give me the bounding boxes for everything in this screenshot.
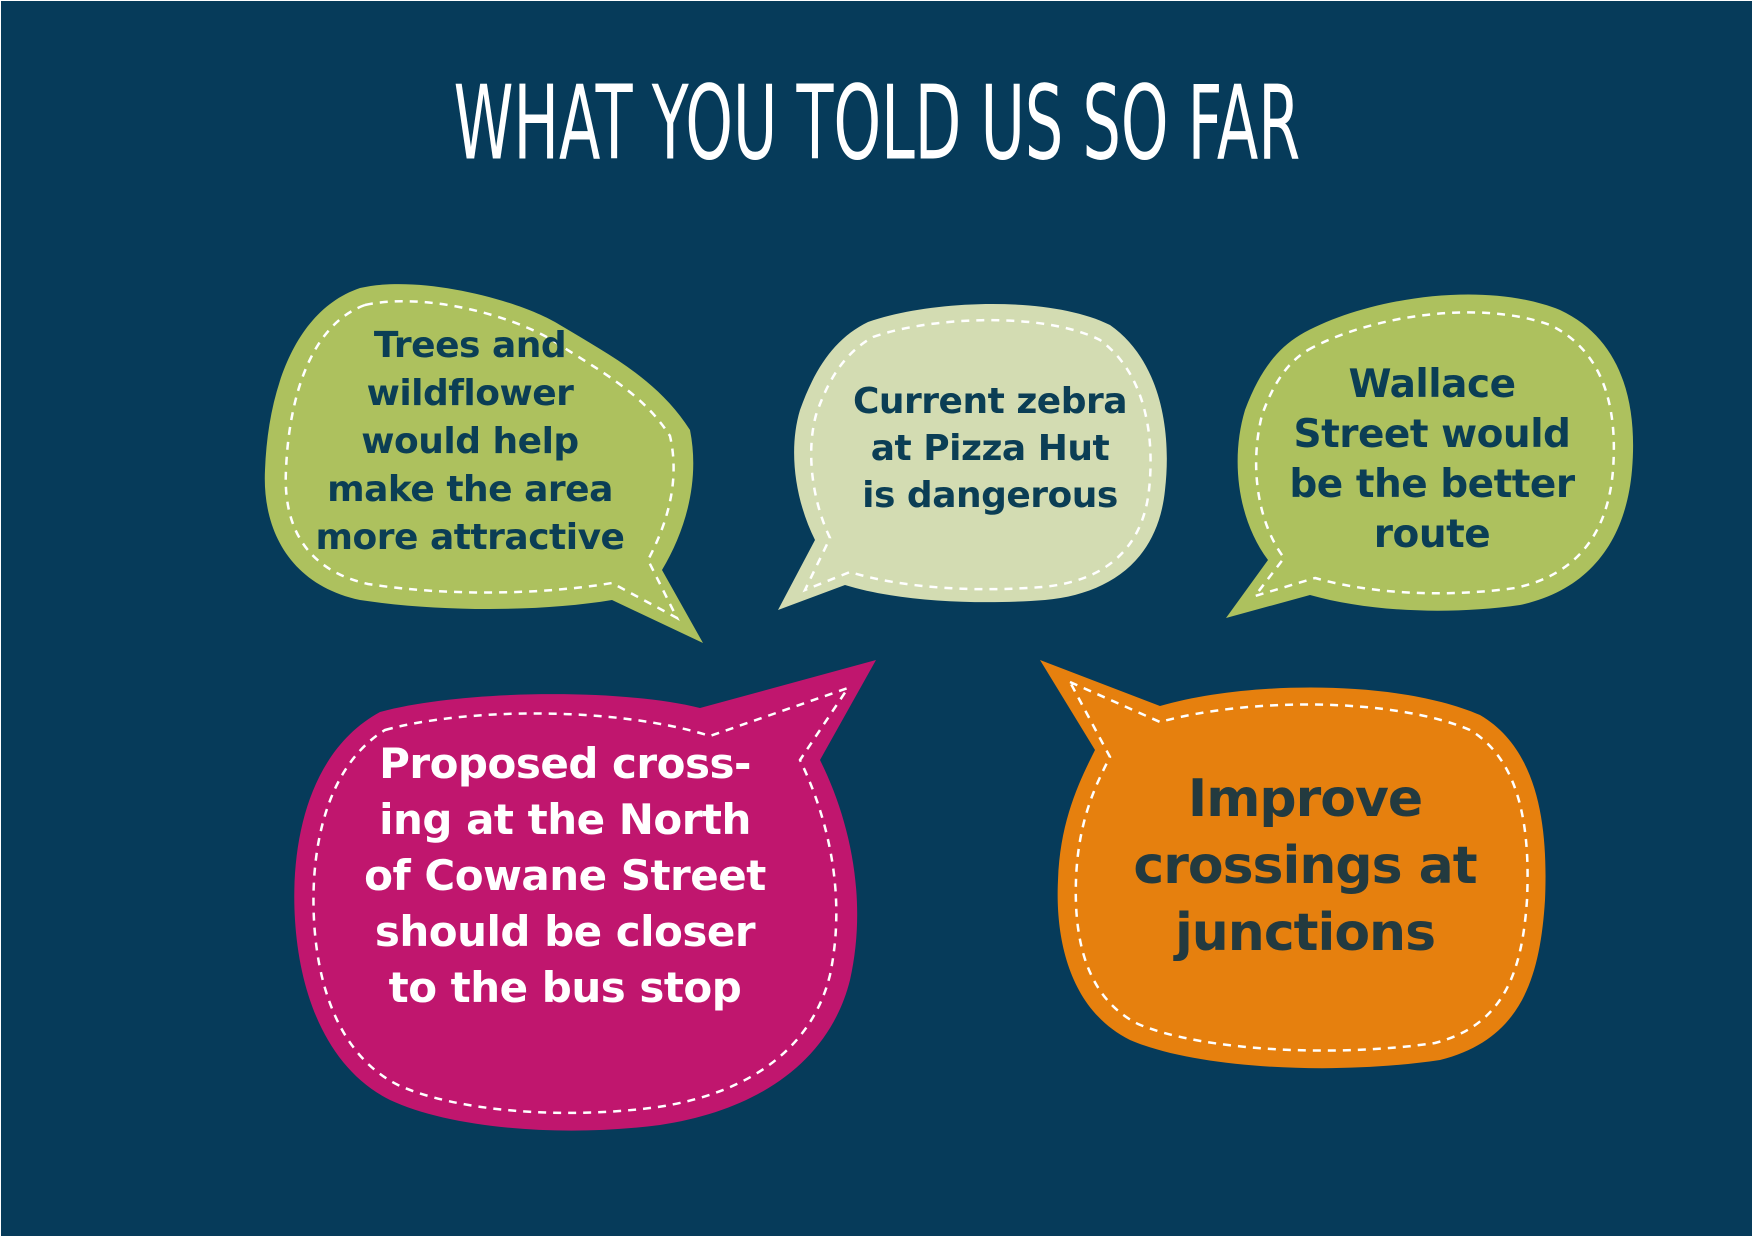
speech-bubble-zebra-stitch <box>802 318 1152 593</box>
speech-bubble-zebra-text: Current zebra at Pizza Hut is dangerous <box>852 381 1128 516</box>
speech-bubble-wallace-text: Wallace Street would be the better route <box>1289 362 1575 557</box>
speech-bubble-proposed <box>294 660 876 1131</box>
speech-bubble-proposed-shape <box>294 660 876 1131</box>
speech-bubble-proposed-stitch <box>312 685 852 1115</box>
speech-bubble-zebra <box>778 303 1167 610</box>
speech-bubble-trees-stitch <box>284 299 680 621</box>
speech-bubble-trees-text: Trees and wildflower would help make the… <box>315 325 625 558</box>
page-title: WHAT YOU TOLD US SO FAR <box>453 63 1301 183</box>
speech-bubble-zebra-shape <box>778 303 1167 610</box>
speech-bubble-proposed-text: Proposed cross- ing at the North of Cowa… <box>364 739 766 1012</box>
speech-bubble-trees <box>264 284 703 643</box>
speech-bubble-wallace-shape <box>1226 294 1634 618</box>
speech-bubble-improve-shape <box>1040 660 1546 1069</box>
speech-bubble-improve-text: Improve crossings at junctions <box>1133 769 1477 963</box>
speech-bubble-improve-stitch <box>1067 679 1529 1052</box>
speech-bubble-improve <box>1040 660 1546 1069</box>
speech-bubble-wallace <box>1226 294 1634 618</box>
speech-bubble-trees-shape <box>264 284 703 643</box>
speech-bubble-wallace-stitch <box>1251 311 1616 599</box>
